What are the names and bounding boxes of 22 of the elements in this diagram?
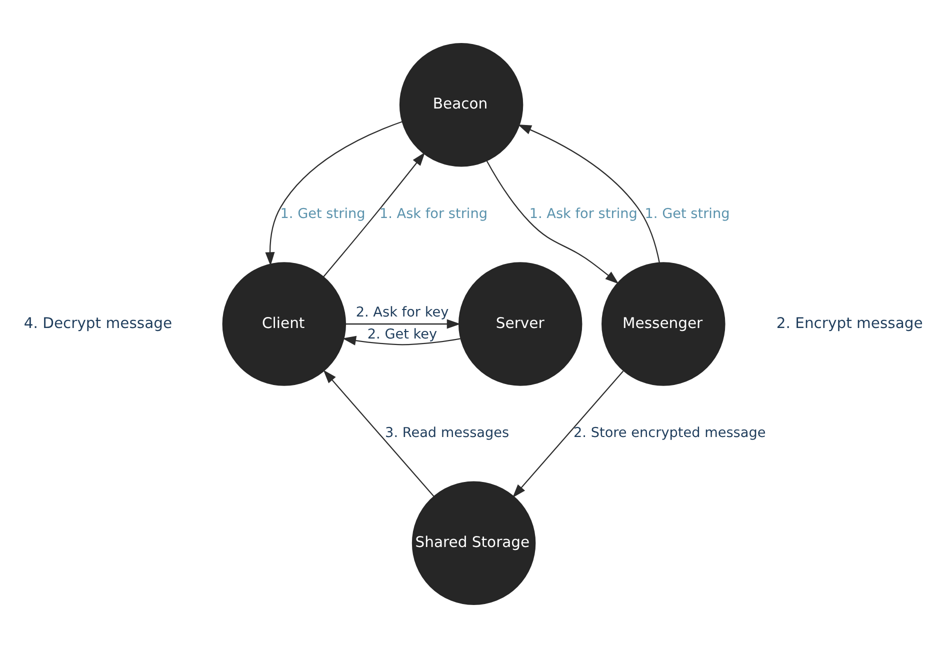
edge-label: 2. Get key (367, 326, 438, 342)
node-circle: Server (458, 262, 582, 386)
node-label: 2. Encrypt message (776, 314, 923, 332)
edge-label: 1. Ask for string (379, 206, 488, 222)
arrow (518, 124, 660, 263)
node-circle: Messenger (602, 262, 726, 386)
edge-label: 3. Read messages (385, 425, 510, 442)
arrow (486, 160, 619, 284)
arrow (346, 319, 461, 329)
arrow (323, 152, 426, 278)
edge-label: 1. Get string (280, 206, 366, 222)
arrow (323, 370, 434, 497)
arrow (265, 121, 402, 266)
node-circle: Shared Storage (412, 481, 536, 606)
node-label: 4. Decrypt message (24, 314, 172, 332)
edge-label: 1. Ask for string (529, 206, 638, 222)
arrow (512, 370, 624, 498)
edge-label: 1. Get string (644, 206, 730, 222)
edge-label: 2. Ask for key (356, 304, 449, 321)
edge-label: 2. Store encrypted message (574, 425, 766, 442)
node-circle: Client (222, 262, 346, 386)
arrow (342, 336, 461, 346)
